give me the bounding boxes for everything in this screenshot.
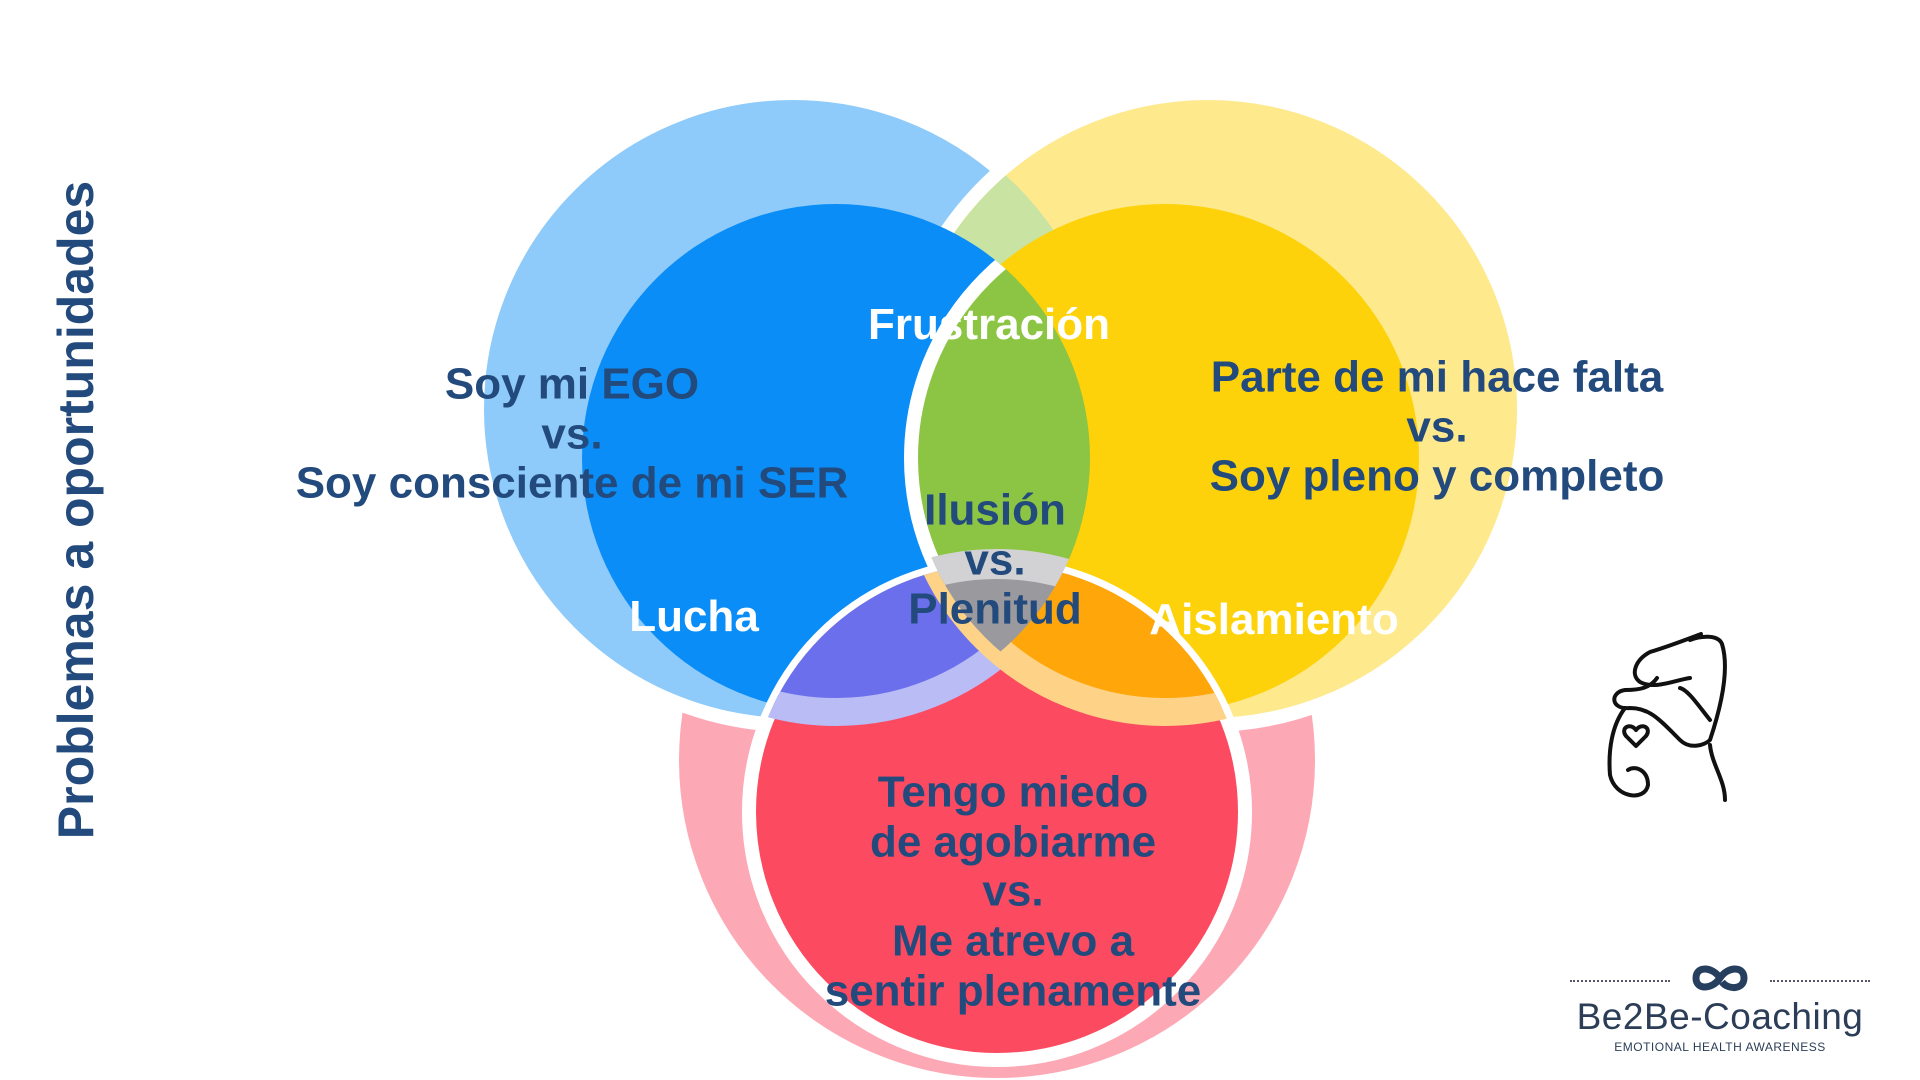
falta-line-1: Parte de mi hace falta xyxy=(1210,352,1664,402)
center-line-1: Ilusión xyxy=(924,485,1066,535)
lucha-label: Lucha xyxy=(629,592,759,642)
pregnant-woman-icon xyxy=(1607,632,1727,802)
infinity-arrows-icon xyxy=(1692,965,1748,991)
center-text: Ilusión vs. Plenitud xyxy=(908,485,1082,634)
center-overlap xyxy=(911,549,1090,712)
frustracion-label: Frustración xyxy=(867,300,1111,350)
miedo-text: Tengo miedo de agobiarme vs. Me atrevo a… xyxy=(825,768,1202,1017)
ego-line-1: Soy mi EGO xyxy=(444,359,700,409)
falta-line-2: vs. xyxy=(1406,402,1468,452)
falta-line-3: Soy pleno y completo xyxy=(1209,451,1665,501)
miedo-line-3: vs. xyxy=(982,867,1044,917)
miedo-line-2: de agobiarme xyxy=(869,817,1157,867)
miedo-line-4: Me atrevo a xyxy=(891,916,1135,966)
center-line-3: Plenitud xyxy=(908,584,1082,634)
ego-line-2: vs. xyxy=(541,409,603,459)
center-line-2: vs. xyxy=(964,535,1026,585)
brand-logo: Be2Be-Coaching EMOTIONAL HEALTH AWARENES… xyxy=(1570,960,1870,1054)
aislamiento-label: Aislamiento xyxy=(1149,595,1399,645)
miedo-line-5: sentir plenamente xyxy=(824,966,1202,1016)
falta-text: Parte de mi hace falta vs. Soy pleno y c… xyxy=(1210,352,1665,501)
brand-tagline: EMOTIONAL HEALTH AWARENESS xyxy=(1614,1040,1826,1054)
miedo-line-1: Tengo miedo xyxy=(877,767,1149,817)
ego-line-3: Soy consciente de mi SER xyxy=(295,458,849,508)
slide-title: Problemas a oportunidades xyxy=(48,180,104,840)
ego-text: Soy mi EGO vs. Soy consciente de mi SER xyxy=(296,359,849,508)
brand-name: Be2Be-Coaching xyxy=(1576,996,1864,1037)
